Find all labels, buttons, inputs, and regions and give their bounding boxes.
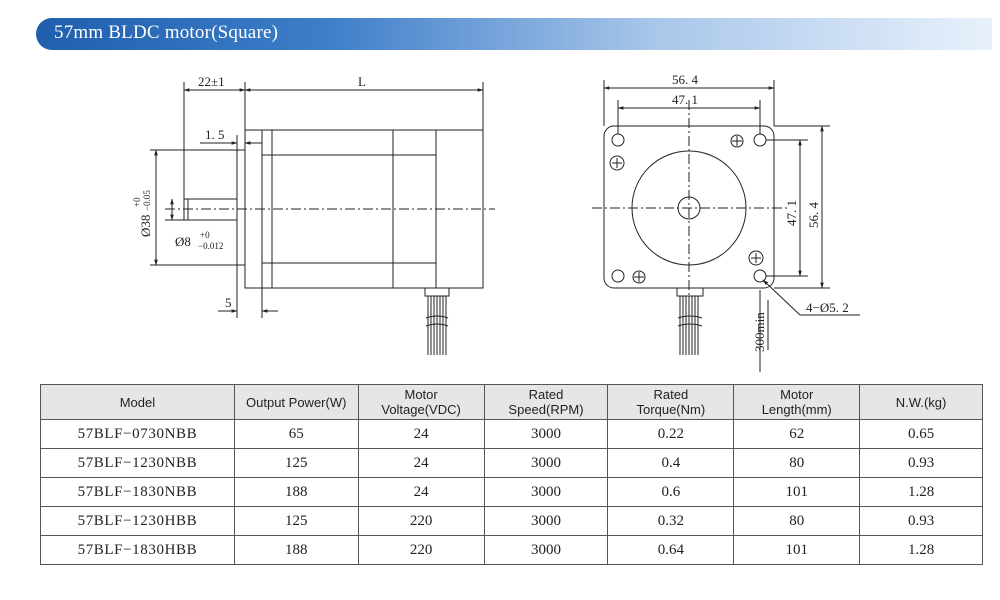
cell-output-power: 125 (233, 448, 359, 478)
dim-length: L (358, 74, 366, 89)
cell-torque: 0.22 (607, 419, 735, 449)
dim-flange-thickness: 1. 5 (205, 127, 225, 142)
mount-hole (611, 269, 625, 283)
table-row: 57BLF−1830HBB 188 220 3000 0.64 101 1.28 (40, 535, 983, 565)
table-row: 57BLF−1230HBB 125 220 3000 0.32 80 0.93 (40, 506, 983, 536)
cell-speed: 3000 (483, 448, 609, 478)
table-row: 57BLF−1230NBB 125 24 3000 0.4 80 0.93 (40, 448, 983, 478)
cell-voltage: 24 (357, 448, 485, 478)
cell-speed: 3000 (483, 477, 609, 507)
cell-output-power: 65 (233, 419, 359, 449)
technical-drawings: 22±1 L 1. 5 5 Ø38 +0 −0.05 Ø8 +0 −0.012 (0, 55, 1000, 375)
dim-pilot-diameter: Ø38 (138, 215, 153, 237)
front-view-drawing (592, 80, 860, 372)
cell-model: 57BLF−1230HBB (40, 506, 235, 536)
mount-hole (611, 133, 625, 147)
table-row: 57BLF−0730NBB 65 24 3000 0.22 62 0.65 (40, 419, 983, 449)
cell-weight: 1.28 (859, 535, 983, 565)
cell-output-power: 188 (233, 535, 359, 565)
dim-shaft-start: 5 (225, 295, 232, 310)
drawing-canvas: 22±1 L 1. 5 5 Ø38 +0 −0.05 Ø8 +0 −0.012 (132, 72, 860, 372)
cell-torque: 0.6 (607, 477, 735, 507)
cell-speed: 3000 (483, 419, 609, 449)
dim-shaft-tol-lower: −0.012 (198, 241, 223, 251)
dim-flange-offset: 22±1 (198, 74, 225, 89)
side-view-drawing (150, 82, 495, 355)
cell-voltage: 24 (357, 419, 485, 449)
page-title: 57mm BLDC motor(Square) (54, 22, 279, 43)
dim-hole-spacing-width: 47. 1 (672, 92, 698, 107)
cell-output-power: 188 (233, 477, 359, 507)
cell-weight: 1.28 (859, 477, 983, 507)
col-header-output-power: Output Power(W) (233, 384, 359, 420)
cell-model: 57BLF−1230NBB (40, 448, 235, 478)
cell-length: 80 (733, 506, 861, 536)
front-lead-wires (676, 287, 704, 355)
cell-model: 57BLF−1830HBB (40, 535, 235, 565)
screw-heads (609, 134, 764, 284)
cell-speed: 3000 (483, 535, 609, 565)
dim-overall-height: 56. 4 (806, 202, 821, 229)
dim-overall-width: 56. 4 (672, 72, 699, 87)
cell-length: 101 (733, 535, 861, 565)
dim-lead-length: 300min (752, 312, 767, 352)
cell-torque: 0.4 (607, 448, 735, 478)
col-header-net-weight: N.W.(kg) (859, 384, 983, 420)
side-view-labels: 22±1 L 1. 5 5 Ø38 +0 −0.05 Ø8 +0 −0.012 (132, 74, 366, 310)
cell-length: 101 (733, 477, 861, 507)
dim-hole-spacing-height: 47. 1 (784, 200, 799, 226)
dim-shaft-tol-upper: +0 (200, 230, 210, 240)
cell-voltage: 220 (357, 535, 485, 565)
table-row: 57BLF−1830NBB 188 24 3000 0.6 101 1.28 (40, 477, 983, 507)
mount-hole (753, 133, 767, 147)
cell-length: 62 (733, 419, 861, 449)
cell-model: 57BLF−0730NBB (40, 419, 235, 449)
cell-weight: 0.93 (859, 506, 983, 536)
dim-shaft-diameter: Ø8 (175, 234, 191, 249)
cell-output-power: 125 (233, 506, 359, 536)
cell-torque: 0.32 (607, 506, 735, 536)
dim-mount-holes: 4−Ø5. 2 (806, 300, 849, 315)
col-header-model: Model (40, 384, 235, 420)
cell-length: 80 (733, 448, 861, 478)
cell-torque: 0.64 (607, 535, 735, 565)
title-banner: 57mm BLDC motor(Square) (36, 18, 992, 50)
dim-pilot-tol-upper: +0 (132, 197, 142, 207)
mount-hole (753, 269, 767, 283)
cell-weight: 0.93 (859, 448, 983, 478)
side-lead-wires (424, 287, 450, 355)
front-view-labels: 56. 4 47. 1 56. 4 47. 1 4−Ø5. 2 300min (672, 72, 849, 352)
cell-voltage: 24 (357, 477, 485, 507)
cell-weight: 0.65 (859, 419, 983, 449)
cell-speed: 3000 (483, 506, 609, 536)
cell-model: 57BLF−1830NBB (40, 477, 235, 507)
dim-pilot-tol-lower: −0.05 (142, 190, 152, 211)
cell-voltage: 220 (357, 506, 485, 536)
